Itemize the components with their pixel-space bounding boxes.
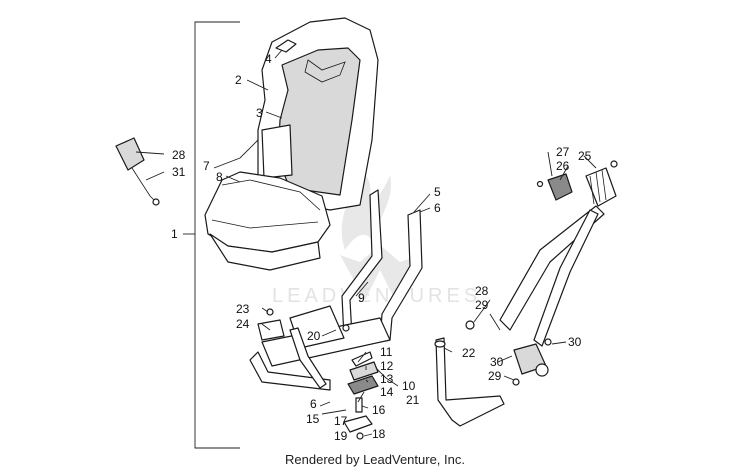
- callout-1: 1: [171, 227, 178, 241]
- callout-29-lower: 29: [488, 369, 502, 383]
- callout-9: 9: [358, 291, 365, 305]
- callout-24: 24: [236, 317, 250, 331]
- seat-belt-assembly: [465, 160, 618, 386]
- callout-29-upper: 29: [475, 298, 489, 312]
- seat-back: [257, 17, 379, 211]
- callout-15: 15: [306, 412, 320, 426]
- callout-25: 25: [578, 149, 592, 163]
- callout-18: 18: [372, 427, 386, 441]
- callout-8: 8: [216, 170, 223, 184]
- leader-lines: [135, 49, 597, 437]
- footer-credit: Rendered by LeadVenture, Inc.: [285, 452, 465, 467]
- callout-20: 20: [307, 329, 321, 343]
- callout-3: 3: [256, 106, 263, 120]
- callout-10: 10: [402, 379, 416, 393]
- callout-27: 27: [556, 145, 570, 159]
- callout-30-right: 30: [568, 335, 582, 349]
- seat-slider-bracket: [434, 337, 505, 427]
- watermark-text: LEADVENTURES: [272, 285, 481, 307]
- latch-hardware: [343, 351, 379, 440]
- mount-bracket-24: [257, 308, 285, 341]
- callout-5: 5: [434, 185, 441, 199]
- callout-30-left: 30: [490, 355, 504, 369]
- callout-6-upper: 6: [434, 201, 441, 215]
- callout-28-left: 28: [172, 148, 186, 162]
- seat-belt-buckle: [115, 137, 160, 206]
- callout-16: 16: [372, 403, 386, 417]
- assembly-bracket: [183, 21, 240, 449]
- callout-4: 4: [265, 52, 272, 66]
- callout-6-lower: 6: [310, 397, 317, 411]
- callout-23: 23: [236, 302, 250, 316]
- callout-labels: 1 2 3 4 5 6 6 7 8 9 10 11 12 13 14 15 16…: [171, 52, 592, 443]
- callout-14: 14: [380, 385, 394, 399]
- callout-21: 21: [406, 393, 420, 407]
- callout-12: 12: [380, 359, 394, 373]
- callout-28-right: 28: [475, 284, 489, 298]
- seat-tag: [275, 39, 297, 53]
- callout-2: 2: [235, 73, 242, 87]
- seat-frame: [249, 189, 423, 391]
- callout-22: 22: [462, 346, 476, 360]
- callout-26: 26: [556, 159, 570, 173]
- callout-17: 17: [334, 414, 348, 428]
- callout-31: 31: [172, 165, 186, 179]
- callout-13: 13: [380, 372, 394, 386]
- callout-19: 19: [334, 429, 348, 443]
- seat-cushion: [204, 171, 331, 271]
- callout-11: 11: [380, 345, 393, 359]
- callout-7: 7: [203, 159, 210, 173]
